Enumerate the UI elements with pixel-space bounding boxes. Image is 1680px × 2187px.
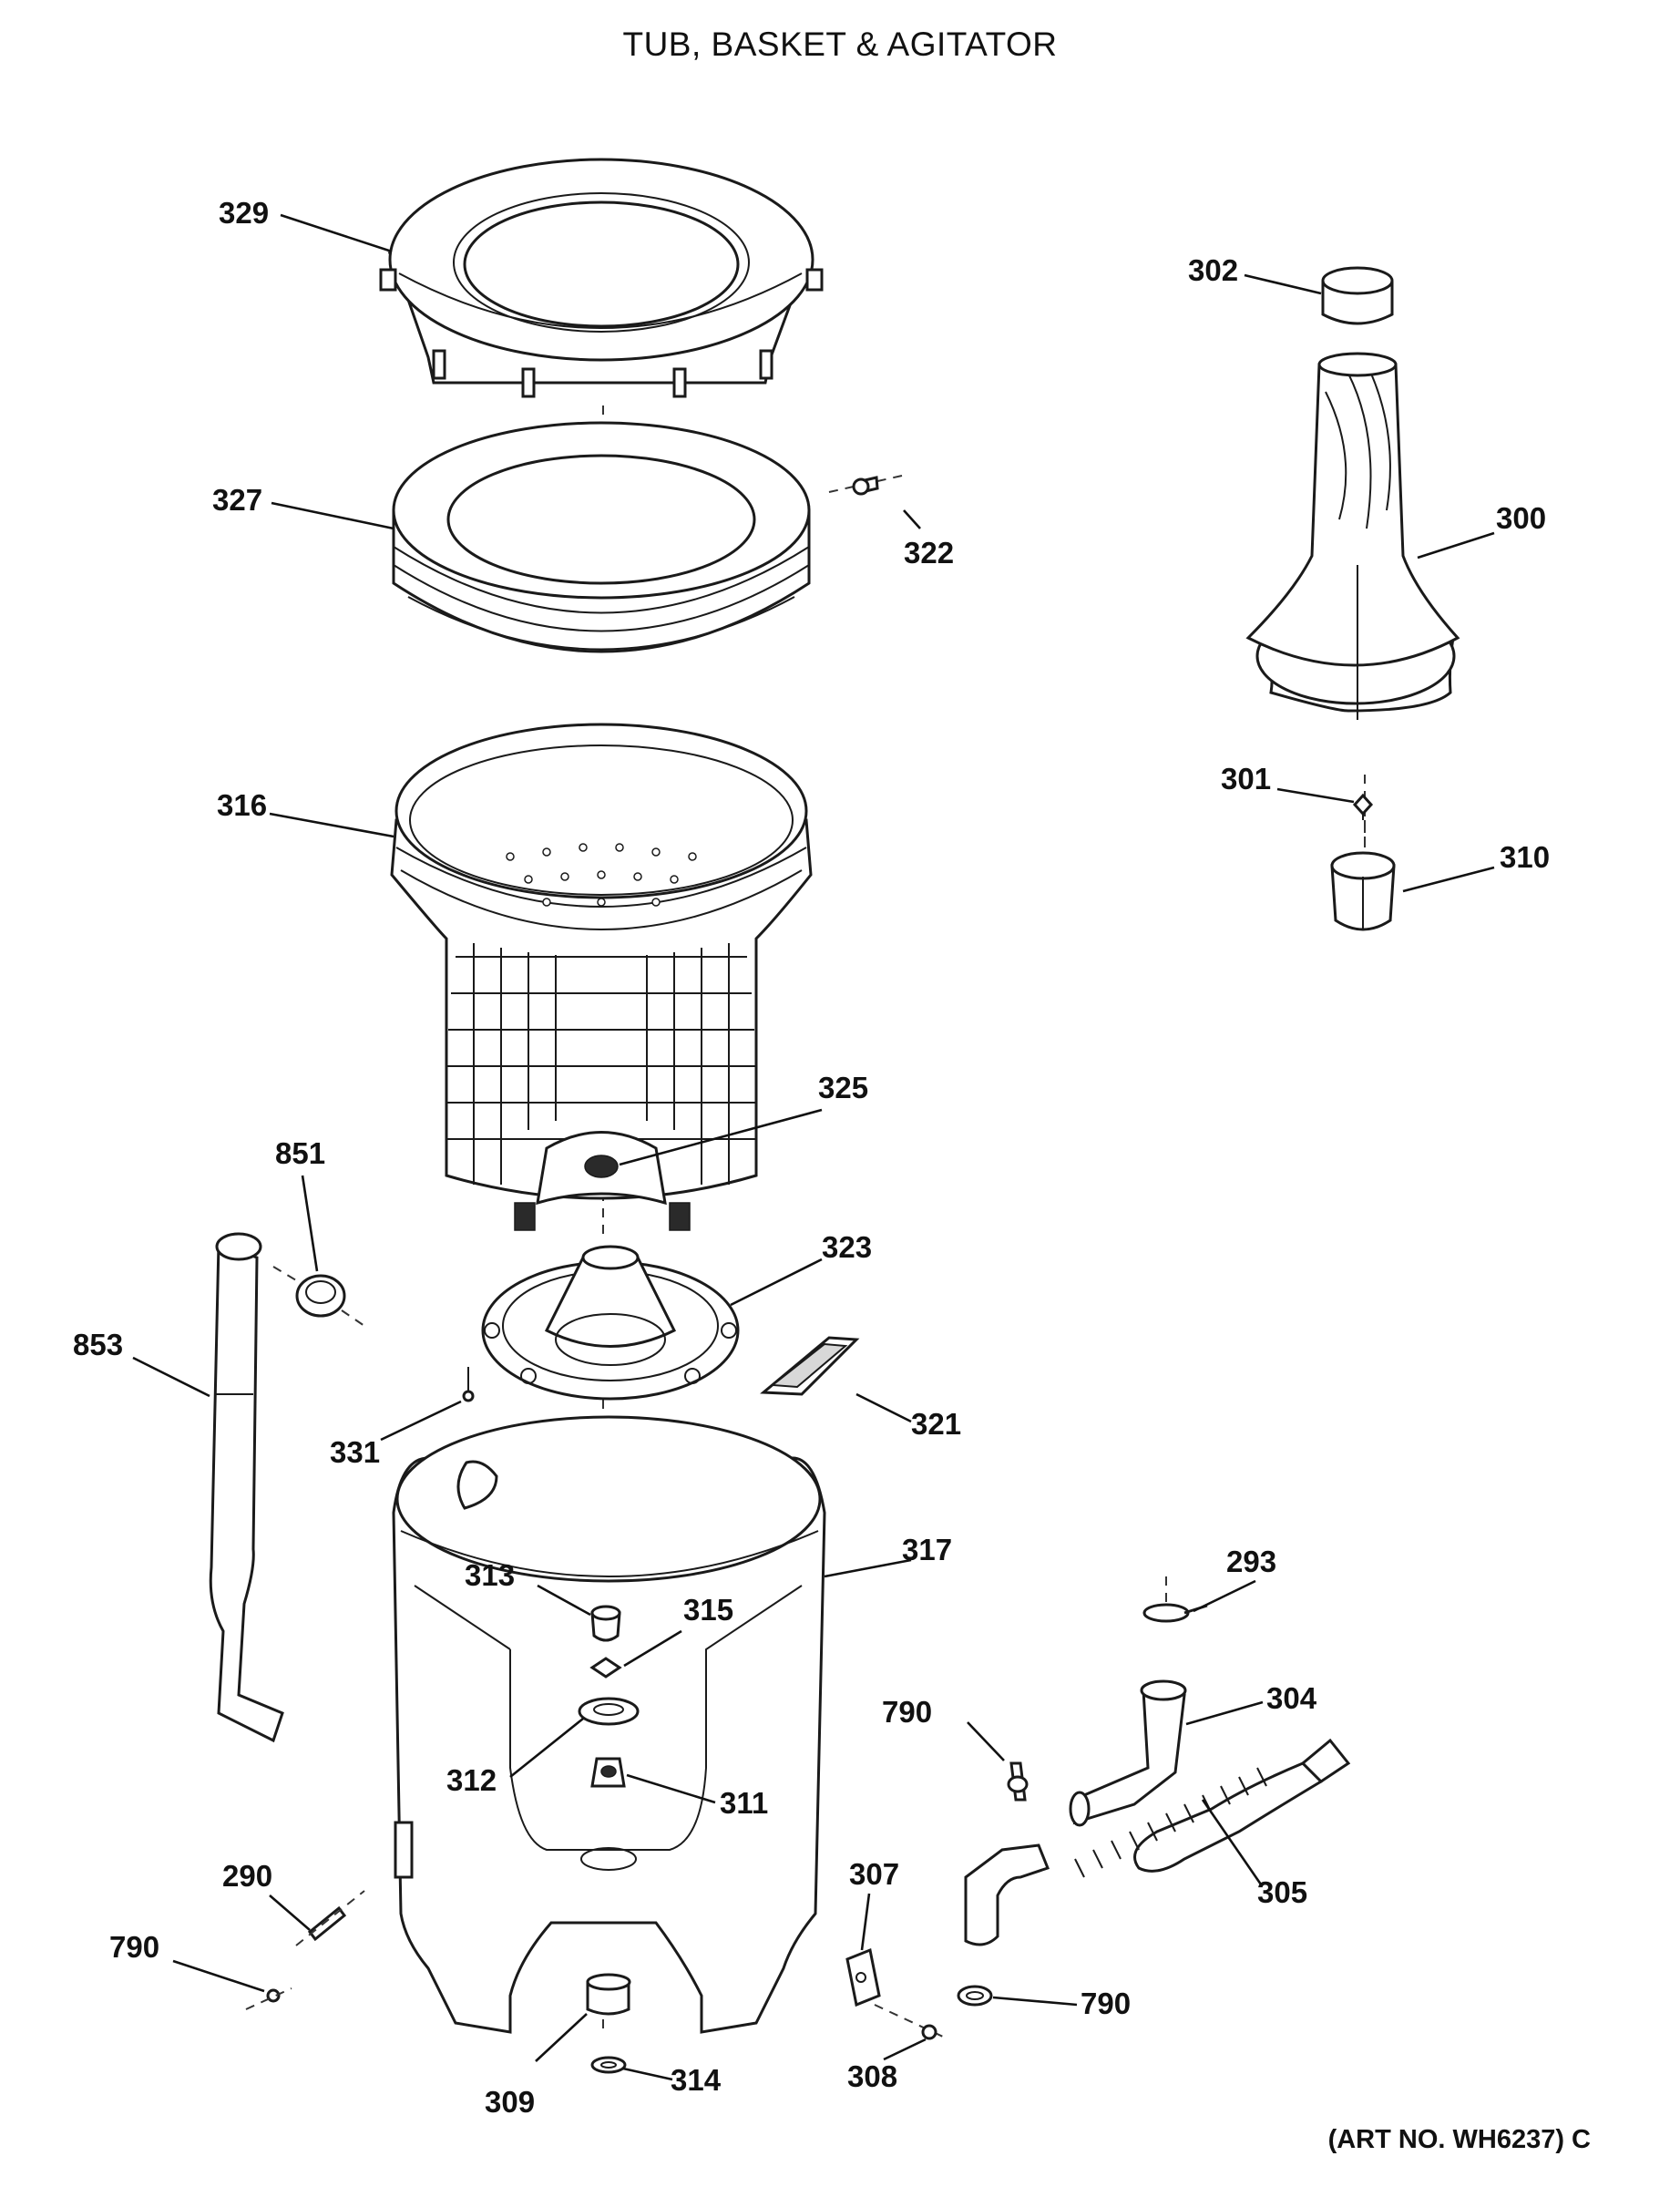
callout-321: 321 <box>911 1407 961 1441</box>
drive-bell <box>1330 851 1396 931</box>
callout-310: 310 <box>1500 840 1550 874</box>
tub-cover <box>379 158 824 398</box>
agitator <box>1245 352 1460 720</box>
callout-293: 293 <box>1226 1545 1276 1578</box>
clip-790-right <box>957 1985 993 2007</box>
callout-316: 316 <box>217 788 267 822</box>
callout-311: 311 <box>720 1786 768 1820</box>
callout-labels: 329 327 322 302 300 301 310 316 325 851 … <box>73 196 1550 2119</box>
tub-bracket-851 <box>272 1266 365 1327</box>
callout-790-mid: 790 <box>882 1695 932 1729</box>
callout-329: 329 <box>219 196 269 230</box>
lint-filter <box>760 1336 860 1396</box>
callout-302: 302 <box>1188 253 1238 287</box>
outer-tub <box>392 1415 826 2034</box>
agitator-cap <box>1321 266 1394 325</box>
callout-313: 313 <box>465 1558 515 1592</box>
nut-311 <box>590 1757 626 1788</box>
callout-301: 301 <box>1221 762 1271 796</box>
callout-790-left: 790 <box>109 1930 159 1964</box>
hose-305 <box>964 1738 1351 1946</box>
callout-300: 300 <box>1496 501 1546 535</box>
washer-315 <box>589 1657 622 1679</box>
screw-331 <box>462 1367 475 1402</box>
callout-315: 315 <box>683 1593 733 1627</box>
callout-305: 305 <box>1257 1875 1307 1909</box>
screw-308 <box>874 2004 944 2040</box>
wash-basket <box>390 723 813 1231</box>
balance-ring <box>392 421 811 653</box>
callout-308: 308 <box>847 2059 897 2093</box>
agitator-bolt <box>1352 793 1374 820</box>
callout-309: 309 <box>485 2085 535 2119</box>
callout-314: 314 <box>671 2063 722 2097</box>
callout-851: 851 <box>275 1136 325 1170</box>
callout-323: 323 <box>822 1230 872 1264</box>
bracket-307 <box>845 1947 881 2007</box>
hose-304 <box>1069 1679 1187 1827</box>
bearing-312 <box>578 1697 640 1726</box>
callout-853: 853 <box>73 1328 123 1361</box>
leader-lines <box>132 213 1495 2081</box>
standpipe-853 <box>209 1232 284 1743</box>
callout-317: 317 <box>902 1533 952 1566</box>
screw-322 <box>828 475 903 496</box>
seal-309 <box>586 1973 631 2016</box>
washer-314 <box>590 2056 627 2074</box>
callout-304: 304 <box>1266 1681 1317 1715</box>
callout-322: 322 <box>904 536 954 570</box>
pin-290 <box>295 1890 365 1946</box>
callout-327: 327 <box>212 483 262 517</box>
basket-hub <box>481 1245 740 1401</box>
clamp-293 <box>1142 1576 1208 1623</box>
diagram-title: TUB, BASKET & AGITATOR <box>622 26 1058 63</box>
clip-790-left <box>245 1987 292 2010</box>
callout-307: 307 <box>849 1857 899 1891</box>
art-number: (ART NO. WH6237) C <box>1327 2125 1591 2154</box>
clip-790-mid <box>1007 1761 1029 1802</box>
nut-313 <box>590 1605 621 1642</box>
callout-331: 331 <box>330 1435 380 1469</box>
callout-312: 312 <box>446 1763 497 1797</box>
callout-325: 325 <box>818 1071 868 1104</box>
callout-790-right: 790 <box>1081 1987 1131 2020</box>
callout-290: 290 <box>222 1859 272 1893</box>
